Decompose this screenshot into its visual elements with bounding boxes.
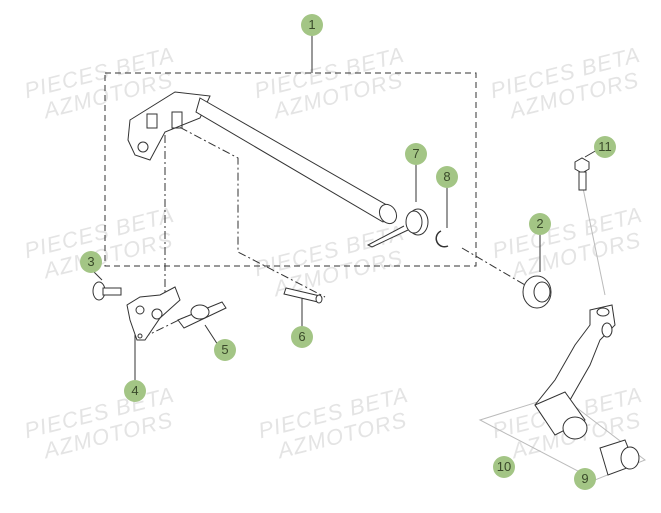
rubber-tip [599,439,640,476]
callout-9[interactable]: 9 [574,468,596,490]
callout-4[interactable]: 4 [124,380,146,402]
callout-1[interactable]: 1 [301,14,323,36]
screw [92,281,122,301]
circlip [435,230,449,248]
callout-2[interactable]: 2 [529,213,551,235]
bolt [574,157,590,191]
callout-11[interactable]: 11 [594,136,616,158]
callout-10[interactable]: 10 [493,456,515,478]
spring [177,301,227,329]
oil-seal [522,275,552,309]
shift-pedal [534,304,616,440]
callout-8[interactable]: 8 [436,166,458,188]
shift-shaft [127,91,398,225]
pawl-plate [126,286,181,341]
callout-6[interactable]: 6 [291,326,313,348]
callout-5[interactable]: 5 [214,339,236,361]
callout-7[interactable]: 7 [405,143,427,165]
pin [283,287,323,304]
torsion-spring [366,208,429,248]
callout-3[interactable]: 3 [80,251,102,273]
assembly-box [104,72,477,267]
